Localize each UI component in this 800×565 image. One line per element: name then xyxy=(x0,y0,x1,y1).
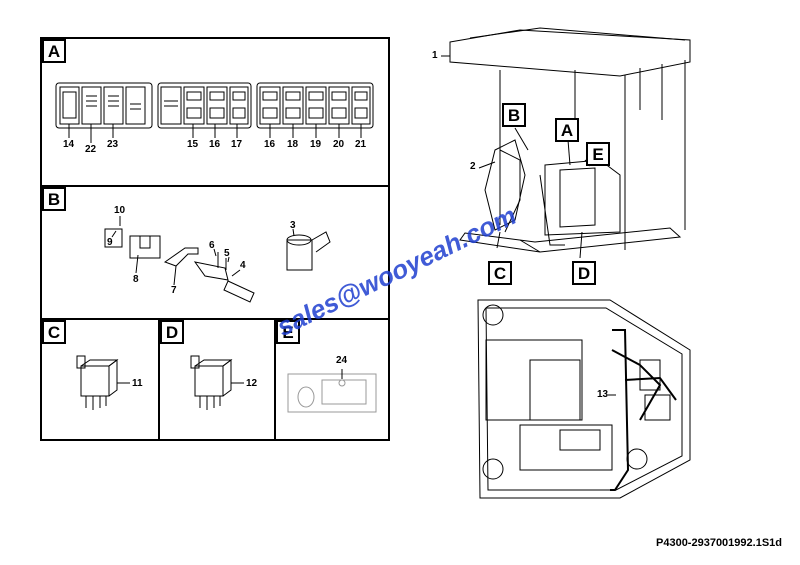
panel-e-frame xyxy=(274,318,390,441)
callout-20: 20 xyxy=(333,139,345,150)
cab-tag-c: C xyxy=(488,261,512,285)
callout-12: 12 xyxy=(246,378,258,389)
panel-b-tag: B xyxy=(42,187,66,211)
cab-tag-e: E xyxy=(586,142,610,166)
panel-a-tag: A xyxy=(42,39,66,63)
callout-9: 9 xyxy=(107,237,113,248)
callout-10: 10 xyxy=(114,205,126,216)
callout-19: 19 xyxy=(310,139,322,150)
callout-8: 8 xyxy=(133,274,139,285)
callout-17: 17 xyxy=(231,139,243,150)
panel-c-tag: C xyxy=(42,320,66,344)
callout-5: 5 xyxy=(224,248,230,259)
callout-14: 14 xyxy=(63,139,75,150)
callout-21: 21 xyxy=(355,139,367,150)
callout-16a: 16 xyxy=(209,139,221,150)
callout-4: 4 xyxy=(240,260,246,271)
callout-16b: 16 xyxy=(264,139,276,150)
callout-7: 7 xyxy=(171,285,177,296)
callout-22: 22 xyxy=(85,144,97,155)
cab-floor-plan xyxy=(477,299,691,499)
callout-3: 3 xyxy=(290,220,296,231)
panel-b-leaders xyxy=(111,228,295,286)
callout-2: 2 xyxy=(470,161,476,172)
callout-1: 1 xyxy=(432,50,438,61)
cab-tag-b: B xyxy=(502,103,526,127)
panel-a-leaders xyxy=(68,124,362,143)
cab-tag-a: A xyxy=(555,118,579,142)
callout-18: 18 xyxy=(287,139,299,150)
panel-d-tag: D xyxy=(160,320,184,344)
switch-group-1 xyxy=(55,82,153,129)
drawing-code: P4300-2937001992.1S1d xyxy=(656,537,782,549)
cab-tag-d: D xyxy=(572,261,596,285)
callout-24: 24 xyxy=(336,355,348,366)
relay-d xyxy=(190,355,244,410)
relay-c xyxy=(76,355,130,410)
callout-13: 13 xyxy=(597,389,609,400)
panel-b-parts xyxy=(104,216,331,303)
switch-group-3 xyxy=(256,82,374,129)
callout-6: 6 xyxy=(209,240,215,251)
bracket-e xyxy=(287,369,377,413)
callout-15: 15 xyxy=(187,139,199,150)
panel-e-tag: E xyxy=(276,320,300,344)
callout-11: 11 xyxy=(132,378,143,389)
callout-23: 23 xyxy=(107,139,119,150)
switch-group-2 xyxy=(157,82,252,129)
